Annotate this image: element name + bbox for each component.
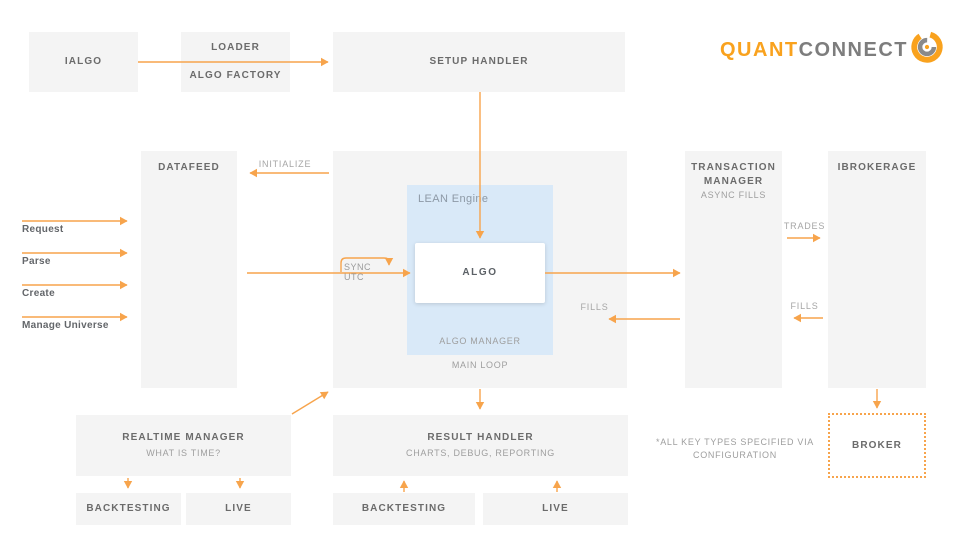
loader-algo-factory-box: LOADER ALGO FACTORY [181,32,290,92]
async-fills-label: ASYNC FILLS [700,190,767,200]
ibrokerage-box: IBROKERAGE [828,151,926,388]
live-right-label: LIVE [542,503,569,514]
logo-text-connect: CONNECT [798,38,908,61]
configuration-note: *ALL KEY TYPES SPECIFIED VIA CONFIGURATI… [640,436,830,461]
transaction-manager-label: TRANSACTION MANAGER [691,162,776,187]
configuration-note-line2: CONFIGURATION [693,449,777,460]
broker-label: BROKER [852,439,902,451]
manage-universe-label: Manage Universe [22,320,109,331]
algo-label: ALGO [462,267,498,278]
backtesting-right-label: BACKTESTING [361,503,447,514]
quantconnect-logo: QUANTCONNECT [720,31,944,64]
realtime-manager-label: REALTIME MANAGER [122,432,245,444]
logo-text-quant: QUANT [720,38,799,61]
configuration-note-line1: *ALL KEY TYPES SPECIFIED VIA [656,437,814,447]
result-handler-box: RESULT HANDLER CHARTS, DEBUG, REPORTING [333,415,628,476]
backtesting-box-left: BACKTESTING [76,493,181,525]
datafeed-box: DATAFEED [141,151,237,388]
algo-box: ALGO [415,243,545,303]
create-label: Create [22,288,55,299]
logo-wordmark: QUANTCONNECT [720,39,908,62]
ialgo-box: IALGO [29,32,138,92]
setup-handler-box: SETUP HANDLER [333,32,625,92]
transaction-manager-box: TRANSACTION MANAGER ASYNC FILLS [685,151,782,388]
parse-label: Parse [22,256,51,267]
loader-label: LOADER [211,42,260,53]
algo-manager-label: ALGO MANAGER [439,336,521,347]
sync-utc-label: SYNC UTC [344,262,372,282]
quantconnect-swirl-icon [911,31,943,63]
setup-handler-label: SETUP HANDLER [429,56,529,67]
ibrokerage-label: IBROKERAGE [837,162,917,173]
result-handler-label: RESULT HANDLER [427,432,534,444]
lean-engine-label: LEAN Engine [418,193,489,205]
request-label: Request [22,224,64,235]
ialgo-label: IALGO [64,56,103,67]
datafeed-label: DATAFEED [158,162,220,173]
live-box-right: LIVE [483,493,628,525]
realtime-manager-box: REALTIME MANAGER WHAT IS TIME? [76,415,291,476]
fills-right-label: FILLS [790,301,819,311]
what-is-time-label: WHAT IS TIME? [146,448,221,459]
live-left-label: LIVE [225,503,252,514]
charts-debug-reporting-label: CHARTS, DEBUG, REPORTING [406,448,555,459]
main-loop-label: MAIN LOOP [451,360,509,370]
algo-factory-label: ALGO FACTORY [189,70,282,81]
backtesting-box-right: BACKTESTING [333,493,475,525]
trades-label: TRADES [783,221,826,231]
live-box-left: LIVE [186,493,291,525]
fills-center-label: FILLS [580,302,609,312]
arrow-realtime-to-engine [291,391,329,415]
initialize-label: INITIALIZE [258,159,312,169]
broker-dotted-box: BROKER [828,413,926,478]
backtesting-left-label: BACKTESTING [86,503,171,514]
